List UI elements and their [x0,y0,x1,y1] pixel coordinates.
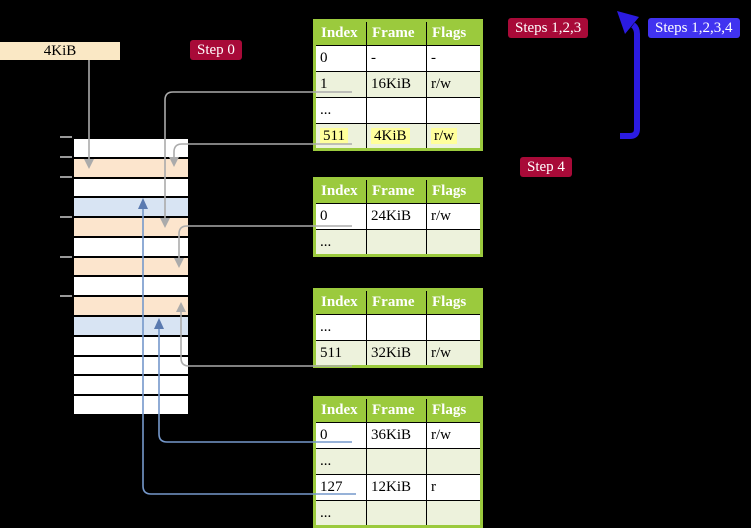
table-cell: r/w [426,340,482,367]
table-cell: 0 [314,203,367,230]
table-cell: - [426,45,482,72]
table-row: ... [314,229,482,256]
column-header: Frame [366,397,427,423]
column-header: Frame [366,178,427,204]
table-cell: ... [314,314,367,341]
table-cell: ... [314,500,367,527]
step0-badge: Step 0 [190,40,242,60]
table-cell [366,448,427,475]
table-cell: 16KiB [366,71,427,98]
table-cell: - [366,45,427,72]
column-header: Flags [426,20,482,46]
address-tick [60,155,72,158]
table-cell [426,229,482,256]
table-cell: 4KiB [366,123,427,150]
memory-row-14 [74,394,188,414]
column-header: Index [314,397,367,423]
memory-row-4 [74,196,188,217]
highlighted-value: 511 [320,127,348,144]
highlighted-value: r/w [431,127,457,144]
table-cell: r/w [426,203,482,230]
address-tick [60,215,72,218]
page-size-label: 4KiB [0,42,120,60]
table-cell: r/w [426,123,482,150]
table-cell: r/w [426,422,482,449]
address-tick [60,255,72,258]
table-cell [366,314,427,341]
table-cell: 0 [314,45,367,72]
column-header: Flags [426,289,482,315]
memory-row-11 [74,334,188,355]
table-cell [426,97,482,124]
table-cell: r/w [426,71,482,98]
memory-row-2 [74,156,188,177]
table-row: ... [314,314,482,341]
steps1234-badge: Steps 1,2,3,4 [648,18,740,38]
memory-stack [72,137,190,416]
table-cell [426,448,482,475]
table-cell: 36KiB [366,422,427,449]
memory-row-12 [74,354,188,375]
address-tick [60,136,72,138]
column-header: Index [314,289,367,315]
memory-row-5 [74,216,188,236]
table-cell [426,314,482,341]
memory-row-10 [74,315,188,335]
column-header: Frame [366,289,427,315]
address-tick [60,175,72,178]
table-cell: 511 [314,123,367,150]
steps123-badge: Steps 1,2,3 [508,18,589,38]
column-header: Index [314,178,367,204]
memory-row-1 [74,139,188,157]
table-row: 511 4KiB r/w [314,123,482,150]
table-row: 0-- [314,45,482,72]
table-cell: 0 [314,422,367,449]
memory-row-8 [74,275,188,296]
table-cell: 127 [314,474,367,501]
memory-row-9 [74,295,188,316]
table-cell: 1 [314,71,367,98]
column-header: Index [314,20,367,46]
table-cell: 511 [314,340,367,367]
table-cell: 32KiB [366,340,427,367]
table-cell: ... [314,97,367,124]
column-header: Flags [426,178,482,204]
table-row: ... [314,448,482,475]
highlighted-value: 4KiB [371,127,410,144]
memory-row-3 [74,176,188,197]
address-tick [60,295,72,298]
table-cell: 24KiB [366,203,427,230]
table-cell [366,229,427,256]
table-cell: r [426,474,482,501]
table-cell [366,500,427,527]
memory-row-7 [74,255,188,276]
table-cell [366,97,427,124]
memory-row-6 [74,235,188,256]
arrowhead-up-left-icon [617,11,639,34]
table-cell: ... [314,229,367,256]
column-header: Frame [366,20,427,46]
table-cell: ... [314,448,367,475]
table-row: ... [314,97,482,124]
steps-flow-arrow [620,22,640,139]
table-row: ... [314,500,482,527]
column-header: Flags [426,397,482,423]
step4-badge: Step 4 [520,157,572,177]
table-cell [426,500,482,527]
table-cell: 12KiB [366,474,427,501]
memory-row-13 [74,374,188,395]
